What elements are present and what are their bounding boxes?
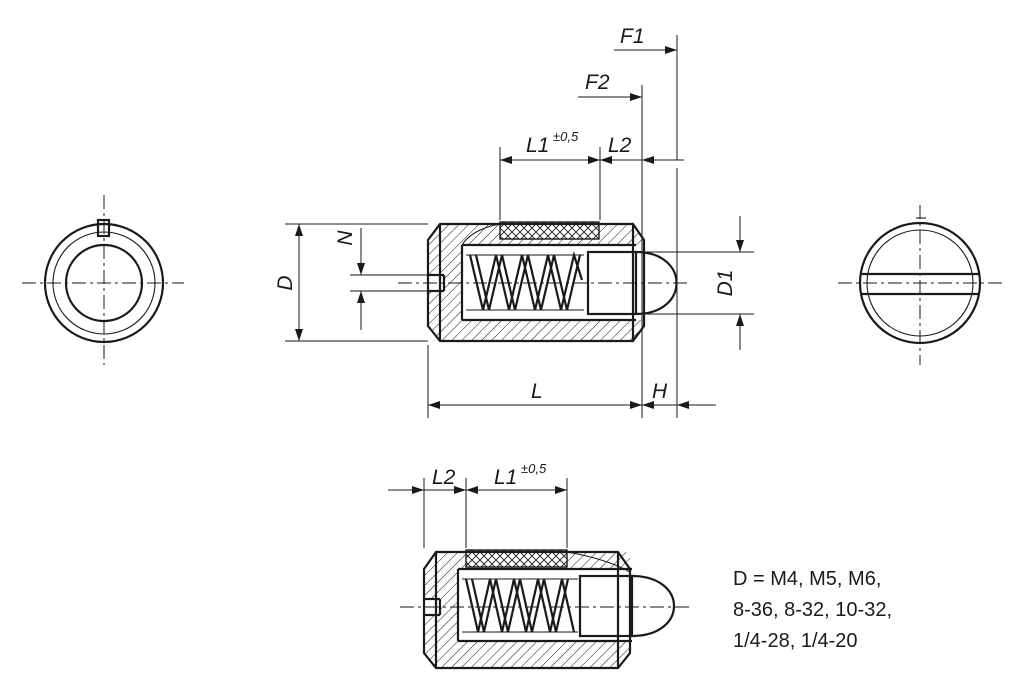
label-l2: L2: [608, 134, 632, 157]
label-n: N: [334, 230, 357, 246]
label-l1: L1: [526, 134, 549, 157]
label-l1-lower: L1: [494, 466, 517, 489]
label-d: D: [274, 275, 297, 290]
second-dimensions: [388, 478, 568, 548]
spec-line-1: D = M4, M5, M6,: [733, 568, 881, 590]
dimension-labels: F1 F2 L1 ±0,5 L2 L H D N D1 L2 L1 ±0,5: [274, 25, 737, 489]
second-section-view: [400, 549, 690, 670]
label-d1: D1: [714, 270, 737, 297]
label-f2: F2: [585, 71, 610, 94]
right-end-view: [838, 205, 1002, 365]
spec-line-2: 8-36, 8-32, 10-32,: [733, 599, 892, 621]
main-dimensions: [285, 35, 754, 418]
label-f1: F1: [620, 25, 645, 48]
label-l2-lower: L2: [432, 466, 456, 489]
label-l1-lower-tolerance: ±0,5: [521, 461, 547, 476]
label-l1-tolerance: ±0,5: [553, 129, 579, 144]
main-section-view: [398, 221, 690, 343]
spec-text: D = M4, M5, M6, 8-36, 8-32, 10-32, 1/4-2…: [733, 568, 892, 652]
spec-line-3: 1/4-28, 1/4-20: [733, 630, 858, 652]
label-h: H: [652, 380, 668, 403]
label-l: L: [531, 380, 543, 403]
left-end-view: [22, 195, 184, 365]
